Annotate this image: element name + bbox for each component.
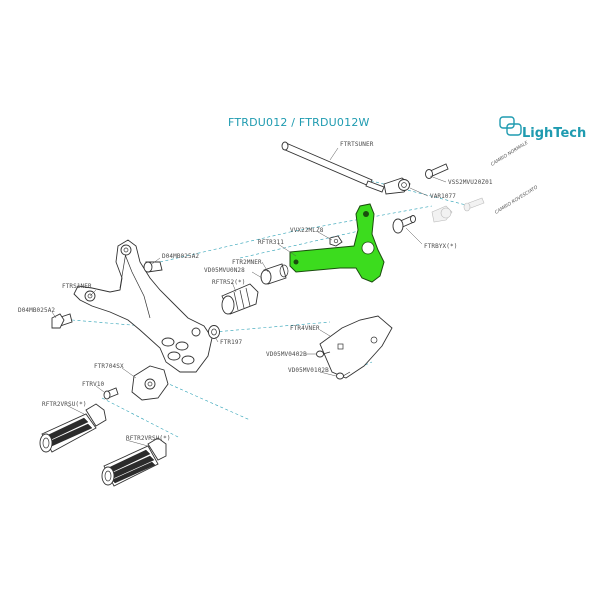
- small-nut: [329, 235, 343, 247]
- bolt-bracket-top: [143, 261, 163, 273]
- leader-lines: [51, 147, 447, 447]
- label-ftrv10: FTRV10: [82, 381, 105, 388]
- heel-guard-plate: [319, 315, 393, 379]
- spacer-bush: [260, 263, 289, 285]
- label-rftr311: RFTR311: [258, 239, 284, 246]
- washer: [208, 325, 220, 339]
- label-vss2mvu20z01: VSS2MVU20Z01: [448, 179, 493, 186]
- pivot-pin: [392, 215, 416, 234]
- shift-rod: [281, 141, 385, 193]
- label-var1077: VAR1077: [430, 193, 456, 200]
- bolt-bracket-left: [51, 313, 73, 329]
- label-d04mb025a2-left: D04MB025A2: [18, 307, 55, 314]
- diagram-title: FTRDU012 / FTRDU012W: [228, 116, 370, 129]
- footpeg-mount: [131, 365, 169, 401]
- label-cambio-normale: CAMBIO NORMALE: [490, 140, 529, 168]
- small-bolt: [103, 387, 119, 400]
- label-vvx22mlz8: VVX22MLZ8: [290, 227, 324, 234]
- label-rftr2vrsu-upper: RFTR2VRSU(*): [42, 401, 87, 408]
- lightech-logo: LighTech: [499, 116, 586, 141]
- highlighted-shift-lever: [289, 203, 385, 283]
- reversed-shift-ghost-parts: [431, 197, 485, 223]
- label-ftrtsuner: FTRTSUNER: [340, 141, 374, 148]
- label-rftr2vrsu-lower: RFTR2VRSU(*): [126, 435, 171, 442]
- footpeg-lower: [101, 437, 167, 487]
- screw-plate-lower: [336, 371, 351, 380]
- rod-end-joint: [383, 177, 411, 195]
- label-ftrbyx: FTRBYX(*): [424, 243, 457, 250]
- label-vd05mv0402b: VD05MV0402B: [266, 351, 307, 358]
- label-rftr52: RFTR52(*): [212, 279, 245, 286]
- label-vd05mv0102b: VD05MV0102B: [288, 367, 329, 374]
- label-ftr197: FTR197: [220, 339, 243, 346]
- screw-plate-upper: [316, 350, 331, 358]
- label-ftr704sx: FTR704SX: [94, 363, 124, 370]
- label-cambio-rovesciato: CAMBIO ROVESCIATO: [494, 184, 539, 215]
- label-d04mb025a2-top: D04MB025A2: [162, 253, 199, 260]
- label-ftr2mner: FTR2MNER: [232, 259, 262, 266]
- label-ftr4vner: FTR4VNER: [290, 325, 320, 332]
- label-ftrs1ner: FTRS1NER: [62, 283, 92, 290]
- eccentric-bushing: [221, 283, 259, 315]
- rearset-bracket-plate: [73, 239, 213, 373]
- footpeg-upper: [39, 403, 107, 453]
- bolt-top-right: [425, 163, 449, 179]
- brand-name: LighTech: [522, 126, 586, 141]
- label-vd05mvu0n28: VD05MVU0N28: [204, 267, 245, 274]
